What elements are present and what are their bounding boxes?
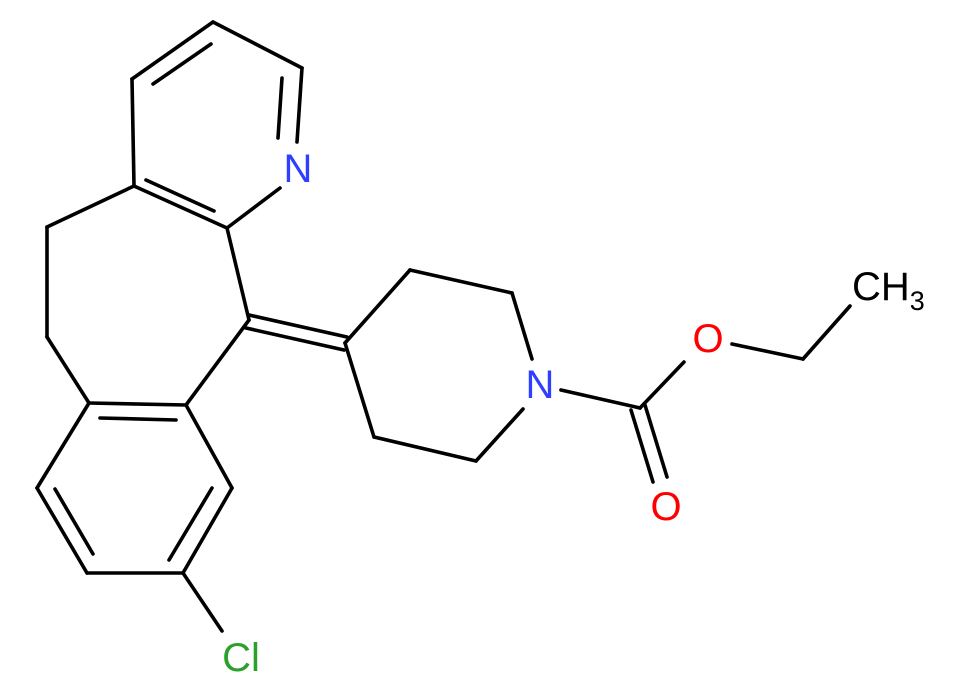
methyl-main: CH (852, 265, 910, 309)
bond (372, 435, 478, 463)
bond (167, 486, 214, 562)
bond (35, 486, 89, 575)
bond (87, 401, 188, 407)
bond (408, 268, 514, 295)
oxygen-carbonyl-label: O (650, 485, 681, 529)
bond (801, 304, 852, 361)
chloro-bond (181, 571, 224, 633)
bond (276, 76, 284, 140)
piperidine-ring (343, 268, 534, 463)
bond (53, 487, 95, 556)
bond (184, 403, 234, 490)
bond (510, 291, 534, 361)
oxygen-ester-label: O (692, 317, 723, 361)
bond (45, 184, 136, 229)
bond (629, 408, 655, 484)
bond (130, 77, 136, 188)
nitrogen-pyridine-label: N (284, 147, 313, 191)
methyl-label: CH3 (852, 265, 925, 316)
bond (144, 178, 216, 213)
bond (211, 20, 304, 70)
bond (181, 486, 234, 575)
bond (247, 313, 349, 339)
bond (132, 184, 229, 230)
bond (643, 403, 669, 479)
bond (559, 388, 642, 410)
bond (244, 326, 346, 352)
benzene-ring (35, 401, 234, 575)
bond (343, 268, 412, 345)
exocyclic-double-bond (244, 313, 349, 352)
pyridine-ring (130, 20, 304, 230)
bond (130, 20, 215, 81)
cycloheptene-ring (45, 184, 251, 407)
bond (638, 360, 686, 410)
bond (730, 342, 805, 361)
bond (98, 416, 178, 422)
carbamate-group (559, 304, 852, 484)
bond (343, 341, 376, 439)
bond (45, 335, 91, 405)
bond (295, 66, 304, 144)
bond (35, 401, 91, 490)
bond (225, 226, 251, 322)
bond (474, 407, 525, 463)
methyl-subscript: 3 (910, 286, 925, 316)
chlorine-label: Cl (222, 636, 260, 680)
bond (225, 186, 282, 230)
nitrogen-piperidine-label: N (526, 363, 555, 407)
bond (151, 42, 213, 86)
bond (184, 318, 251, 407)
